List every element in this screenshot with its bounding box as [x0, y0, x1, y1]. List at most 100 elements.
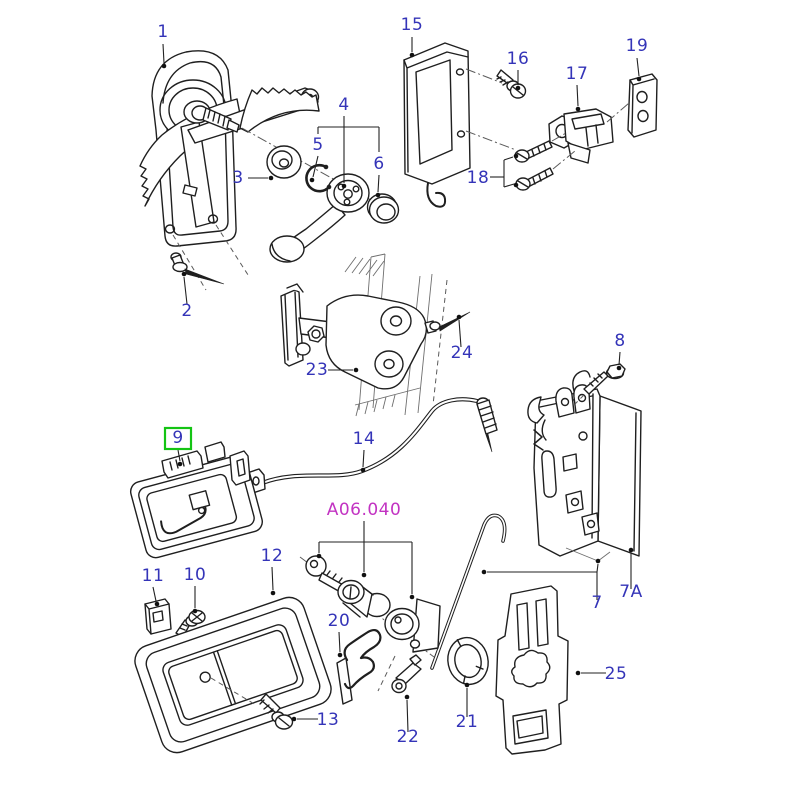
part-2-rivet-pin [170, 252, 225, 285]
part-23-door-latch [280, 283, 428, 390]
leader-dot [353, 367, 359, 373]
part-24-pin [424, 311, 471, 334]
leader-dot [361, 572, 367, 578]
part-number-text: 5 [312, 135, 323, 155]
part-25-shield-plate [495, 585, 569, 755]
leader-dot [513, 153, 519, 159]
part-label-5[interactable]: 5 [309, 135, 324, 183]
part-number-text: 8 [614, 331, 625, 351]
part-label-22[interactable]: 22 [397, 694, 420, 747]
leader-dot [595, 558, 601, 564]
part-label-13[interactable]: 13 [291, 710, 340, 730]
part-7-door-lock [527, 370, 611, 562]
part-number-text: 3 [232, 168, 243, 188]
part-number-text: 7 [591, 593, 602, 613]
leader-line [312, 155, 319, 178]
part-number-text: 7A [619, 582, 642, 602]
part-label-9[interactable]: 9 [163, 426, 193, 467]
leader-line [503, 183, 515, 188]
part-8-bolt [574, 363, 626, 405]
leader-dot [360, 467, 366, 473]
part-label-24[interactable]: 24 [451, 314, 474, 363]
part-20-retaining-clip [336, 628, 382, 705]
leader-dot [161, 63, 167, 69]
leader-dot [181, 271, 187, 277]
part-22-lock-lever [391, 654, 422, 694]
leader-dot [375, 192, 381, 198]
section-code-label[interactable]: A06.040 [316, 500, 415, 600]
part-label-12[interactable]: 12 [261, 546, 284, 596]
section-code-text: A06.040 [327, 500, 402, 520]
part-number-text: 12 [261, 546, 284, 566]
part-label-20[interactable]: 20 [328, 611, 351, 658]
leader-dot [464, 682, 470, 688]
part-label-18[interactable]: 18 [467, 153, 519, 188]
part-number-text: 24 [451, 343, 474, 363]
leader-dot [616, 365, 622, 371]
part-label-19[interactable]: 19 [626, 36, 649, 82]
leader-dot [270, 590, 276, 596]
leader-line [576, 84, 579, 107]
part-label-3[interactable]: 3 [232, 168, 274, 188]
leader-line [183, 276, 188, 305]
part-4-window-winder-handle [269, 173, 370, 263]
part-9-interior-handle [129, 441, 263, 559]
leader-dot [154, 601, 160, 607]
part-14-release-cable [246, 397, 498, 494]
part-label-23[interactable]: 23 [306, 360, 359, 380]
part-label-4[interactable]: 4 [317, 95, 380, 189]
part-18-screws [514, 140, 554, 191]
part-label-6[interactable]: 6 [373, 154, 384, 198]
part-label-15[interactable]: 15 [401, 15, 424, 58]
leader-dot [456, 314, 462, 320]
part-label-14[interactable]: 14 [353, 429, 376, 473]
part-label-1[interactable]: 1 [157, 22, 168, 69]
part-label-16[interactable]: 16 [507, 49, 530, 91]
part-label-2[interactable]: 2 [181, 271, 192, 321]
part-label-7A[interactable]: 7A [619, 547, 642, 602]
leader-dot [481, 569, 487, 575]
part-number-text: 15 [401, 15, 424, 35]
part-label-10[interactable]: 10 [184, 565, 207, 614]
leader-line [162, 43, 165, 64]
part-16-screw [496, 69, 527, 99]
leader-dot [309, 177, 315, 183]
part-number-text: 14 [353, 429, 376, 449]
part-21-lock-ring [447, 636, 489, 686]
lock-rod [430, 513, 507, 670]
part-7a-lock-backplate [597, 395, 642, 557]
part-label-25[interactable]: 25 [575, 664, 628, 684]
leader-dot [513, 182, 519, 188]
part-3-spacer-washer [266, 145, 302, 179]
leader-dot [177, 461, 183, 467]
part-label-11[interactable]: 11 [142, 566, 165, 607]
leader-line [177, 449, 181, 462]
part-13-screw [259, 693, 294, 730]
leader-line [406, 699, 409, 733]
part-label-17[interactable]: 17 [566, 64, 589, 112]
leader-line [596, 563, 599, 573]
part-number-text: 11 [142, 566, 165, 586]
part-number-text: 18 [467, 168, 490, 188]
part-11-clip-nut [144, 598, 172, 635]
part-label-7[interactable]: 7 [481, 558, 603, 613]
part-number-text: 16 [507, 49, 530, 69]
lock-housing [384, 598, 441, 653]
part-number-text: 19 [626, 36, 649, 56]
leader-dot [575, 106, 581, 112]
part-15-latch-housing [403, 42, 471, 208]
leader-line [271, 566, 274, 591]
leader-dot [409, 52, 415, 58]
part-label-21[interactable]: 21 [456, 682, 479, 732]
lock-cylinder-set [299, 555, 441, 692]
part-number-text: 20 [328, 611, 351, 631]
leader-line [377, 174, 380, 193]
part-number-text: 17 [566, 64, 589, 84]
part-label-8[interactable]: 8 [614, 331, 625, 371]
part-6-handle-cap [366, 193, 400, 224]
part-number-text: 1 [157, 22, 168, 42]
leader-line [362, 449, 365, 468]
leader-dot [316, 553, 322, 559]
